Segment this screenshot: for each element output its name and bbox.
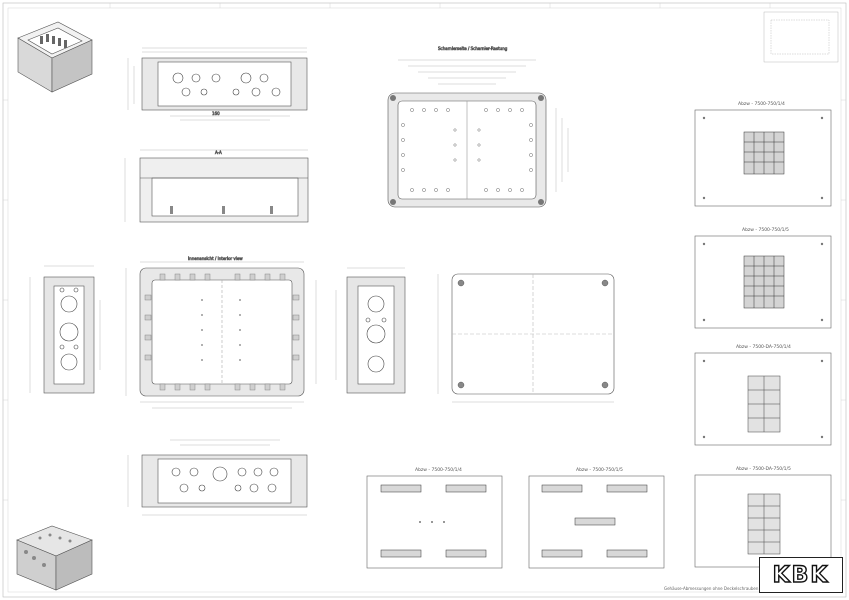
lid-top-view: Scharnierseite / Scharnier-Rastung bbox=[387, 46, 569, 208]
terminal-block-4 bbox=[747, 493, 781, 555]
terminal-block-1 bbox=[743, 131, 785, 175]
interior-label: Innenansicht / interior view bbox=[188, 256, 243, 261]
plate-2-label: Abzw - 7500-750/1/5 bbox=[742, 227, 789, 233]
isometric-view-top bbox=[17, 21, 93, 93]
plate-1: Abzw - 7500-750/1/4 bbox=[694, 101, 832, 207]
plate-5: Abzw - 7500-750/1/4 bbox=[366, 467, 503, 569]
terminal-block-3 bbox=[747, 375, 781, 433]
isometric-view-bottom bbox=[16, 525, 93, 591]
front-view-top: 160 bbox=[127, 47, 308, 121]
din-rails-6 bbox=[541, 484, 648, 558]
lid-plain-view bbox=[437, 273, 615, 403]
plate-3-label: Abzw - 7500-DA-750/1/4 bbox=[736, 344, 791, 350]
din-rails-5 bbox=[380, 484, 487, 558]
plate-6: Abzw - 7500-750/1/5 bbox=[528, 467, 665, 569]
section-label: A-A bbox=[215, 150, 222, 155]
front-view-bottom bbox=[127, 439, 308, 516]
plate-6-label: Abzw - 7500-750/1/5 bbox=[576, 467, 623, 473]
kbk-logo-text: KBK bbox=[772, 562, 830, 588]
plate-4-label: Abzw - 7500-DA-750/1/5 bbox=[736, 466, 791, 472]
dim-text-front-top: 160 bbox=[212, 111, 220, 116]
interior-view: Innenansicht / interior view bbox=[125, 256, 317, 409]
revision-block bbox=[763, 11, 839, 63]
plate-5-label: Abzw - 7500-750/1/4 bbox=[415, 467, 462, 473]
kbk-logo: KBK bbox=[759, 557, 843, 593]
section-view: A-A bbox=[124, 150, 309, 223]
frame-ticks bbox=[3, 3, 846, 501]
side-view-left bbox=[29, 265, 101, 394]
hinge-label: Scharnierseite / Scharnier-Rastung bbox=[438, 46, 508, 51]
plate-1-label: Abzw - 7500-750/1/4 bbox=[738, 101, 785, 107]
side-view-right bbox=[335, 267, 406, 394]
terminal-block-2 bbox=[743, 255, 785, 309]
plate-3: Abzw - 7500-DA-750/1/4 bbox=[694, 344, 832, 446]
plate-2: Abzw - 7500-750/1/5 bbox=[694, 227, 832, 329]
plate-4: Abzw - 7500-DA-750/1/5 bbox=[694, 466, 832, 568]
footer-note: Gehäuse-Abmessungen ohne Deckelschrauben… bbox=[664, 586, 763, 591]
